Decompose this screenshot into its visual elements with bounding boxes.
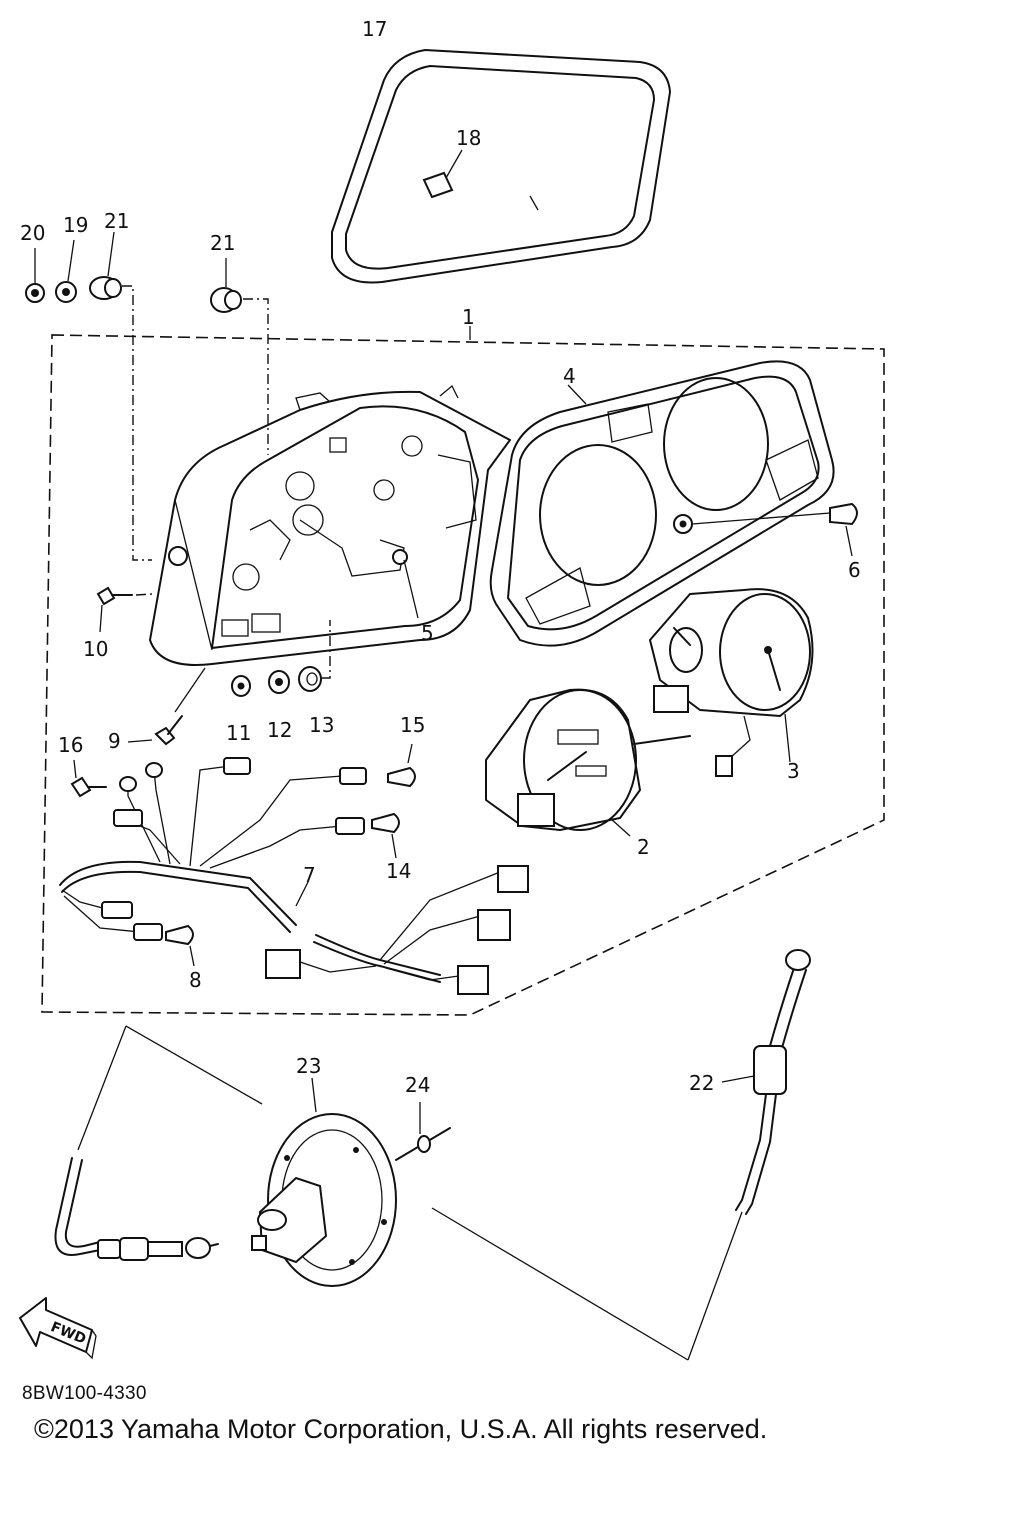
wire-harness-7: [59, 757, 529, 995]
grommet-18: [422, 149, 463, 199]
speedometer-cable-22: [721, 949, 811, 1215]
nut-20: [25, 248, 45, 303]
callout-21-right: 21: [210, 231, 235, 255]
tachometer-3: [649, 588, 814, 777]
lower-cable: [54, 1157, 219, 1261]
bulb-14: [371, 812, 400, 859]
callout-17: 17: [362, 17, 387, 41]
callout-20: 20: [20, 221, 45, 245]
meter-panel-4: [489, 360, 835, 647]
callout-13: 13: [309, 713, 334, 737]
gear-unit-23: [251, 1077, 397, 1287]
callout-12: 12: [267, 718, 292, 742]
meter-cover-17: [331, 49, 671, 284]
callout-6: 6: [848, 558, 861, 582]
screw-16: [70, 759, 107, 798]
speedometer-2: [485, 688, 691, 837]
washer-12: [268, 670, 290, 694]
bulb-8: [165, 924, 195, 967]
callout-1: 1: [462, 305, 475, 329]
damper-21-left: [89, 231, 122, 300]
bulb-15: [387, 743, 416, 788]
grommet-13: [298, 620, 331, 692]
callout-22: 22: [689, 1071, 714, 1095]
callout-3: 3: [787, 759, 800, 783]
screw-9: [127, 667, 206, 746]
callout-11: 11: [226, 721, 251, 745]
damper-21-right: [210, 258, 242, 313]
callout-4: 4: [563, 364, 576, 388]
screw-10: [96, 586, 153, 633]
meter-housing-5: [149, 384, 511, 666]
cap-6: [829, 502, 858, 557]
fwd-arrow-icon: FWD: [19, 1297, 97, 1360]
callout-8: 8: [189, 968, 202, 992]
callout-5: 5: [421, 621, 434, 645]
callout-14: 14: [386, 859, 411, 883]
callout-10: 10: [83, 637, 108, 661]
diagram-code: 8BW100-4330: [22, 1383, 147, 1404]
callout-16: 16: [58, 733, 83, 757]
callout-24: 24: [405, 1073, 430, 1097]
callout-23: 23: [296, 1054, 321, 1078]
callout-19: 19: [63, 213, 88, 237]
copyright-notice: ©2013 Yamaha Motor Corporation, U.S.A. A…: [34, 1414, 768, 1444]
callout-18: 18: [456, 126, 481, 150]
assembly-boundary-1: [41, 334, 885, 1016]
callout-7: 7: [303, 863, 316, 887]
callout-21-left: 21: [104, 209, 129, 233]
pin-24: [395, 1102, 451, 1161]
callout-2: 2: [637, 835, 650, 859]
callout-15: 15: [400, 713, 425, 737]
washer-19: [55, 239, 77, 303]
callout-9: 9: [108, 729, 121, 753]
nut-11: [231, 675, 251, 697]
